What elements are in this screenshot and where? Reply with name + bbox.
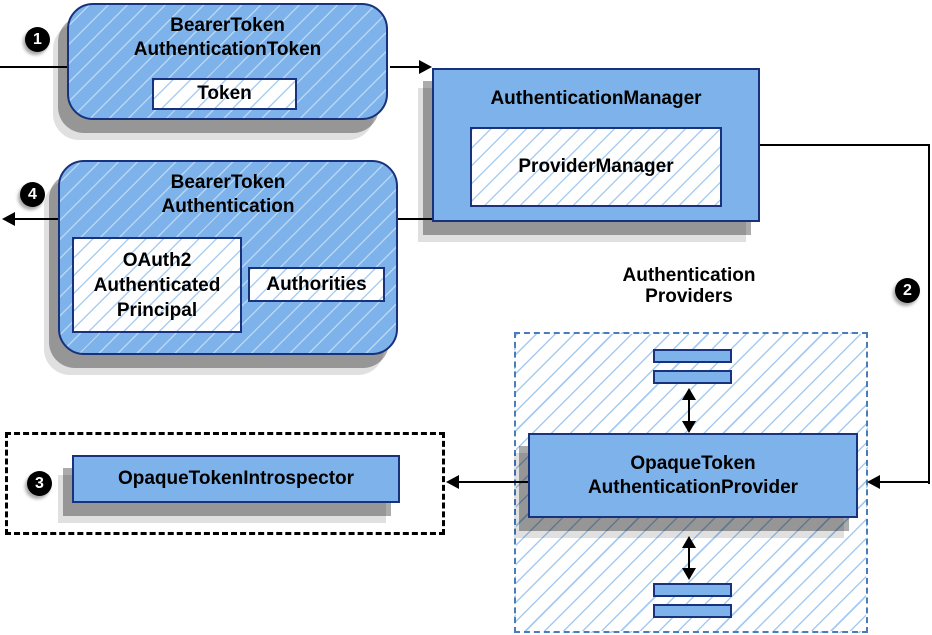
bearer-token-authentication-title: BearerToken Authentication (161, 172, 295, 217)
authentication-manager-title: AuthenticationManager (490, 88, 702, 109)
opaque-token-authentication-provider-node: OpaqueToken AuthenticationProvider (528, 433, 858, 518)
opaque-token-introspector-region (5, 432, 445, 535)
arrow-to-introspector-line (457, 481, 528, 483)
arrow-left-icon (446, 475, 459, 489)
provider-slot-bar-4 (653, 604, 732, 618)
authentication-providers-label: Authentication Providers (622, 265, 756, 307)
double-arrow-bottom-line (688, 546, 690, 570)
arrow-right-icon (419, 60, 432, 74)
step-3-badge: 3 (27, 471, 52, 496)
arrow-down-icon (682, 568, 696, 580)
token-chip: Token (152, 78, 297, 110)
manager-to-authentication-line (396, 218, 432, 220)
bearer-token-authentication-token-title: BearerToken AuthenticationToken (133, 15, 322, 60)
authorities-label: Authorities (266, 273, 367, 295)
outgoing-authentication-line (12, 218, 58, 220)
token-chip-label: Token (197, 83, 252, 104)
arrow-down-icon (682, 421, 696, 433)
step-1-badge: 1 (25, 27, 50, 52)
arrow-into-provider-line (874, 481, 930, 483)
step-3-number: 3 (35, 474, 44, 492)
provider-slot-bar-2 (653, 370, 732, 384)
opaque-token-introspector-label: OpaqueTokenIntrospector (117, 468, 355, 489)
step-2-number: 2 (903, 281, 912, 299)
arrow-up-icon (682, 536, 696, 548)
provider-manager-chip: ProviderManager (470, 127, 722, 207)
incoming-request-line (0, 66, 67, 68)
arrow-to-authentication-manager-line (390, 66, 420, 68)
step-2-path-vertical-line (928, 144, 930, 484)
double-arrow-top-line (688, 398, 690, 423)
arrow-left-icon (867, 475, 880, 489)
step-4-number: 4 (28, 185, 37, 203)
oauth2-authenticated-principal-chip: OAuth2 Authenticated Principal (72, 237, 242, 333)
step-1-number: 1 (33, 30, 42, 48)
arrow-left-icon (2, 212, 15, 226)
authorities-chip: Authorities (248, 267, 385, 302)
provider-slot-bar-3 (653, 583, 732, 597)
provider-slot-bar-1 (653, 349, 732, 363)
provider-manager-label: ProviderManager (518, 156, 674, 177)
step-4-badge: 4 (20, 182, 45, 207)
step-2-badge: 2 (895, 278, 920, 303)
opaque-token-introspector-node: OpaqueTokenIntrospector (72, 455, 400, 503)
bearer-token-authentication-token-node: BearerToken AuthenticationToken (67, 3, 388, 120)
arrow-up-icon (682, 388, 696, 400)
step-2-path-horizontal-line (760, 144, 930, 146)
